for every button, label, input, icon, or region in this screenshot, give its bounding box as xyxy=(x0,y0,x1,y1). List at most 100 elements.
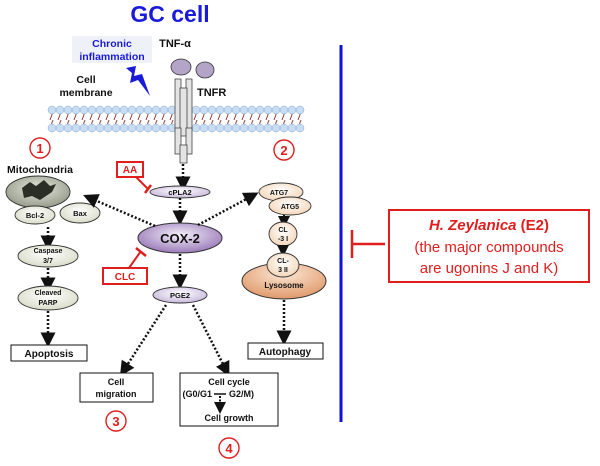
svg-text:4: 4 xyxy=(225,441,233,456)
autophagy-box xyxy=(247,342,324,360)
lipid-head-inner xyxy=(71,123,81,133)
lipid-head-inner xyxy=(191,123,201,133)
extract-code: (E2) xyxy=(517,217,550,234)
cellcycle-box xyxy=(179,372,279,427)
svg-text:1: 1 xyxy=(36,141,43,156)
atg5-label: ATG5 xyxy=(281,204,299,211)
lipid-head-outer xyxy=(119,105,129,115)
extract-box xyxy=(388,209,590,283)
lipid-head-outer xyxy=(271,105,281,115)
arrow-pge2-cellcycle xyxy=(191,304,230,377)
caspase-label-2: 3/7 xyxy=(43,258,53,265)
autophagy-label: Autophagy xyxy=(259,347,312,358)
diagram-title: GC cell xyxy=(130,1,209,27)
lipid-head-outer xyxy=(263,105,273,115)
lipid-head-outer xyxy=(87,105,97,115)
lipid-head-inner xyxy=(47,123,57,133)
lipid-head-inner xyxy=(287,123,297,133)
lipid-head-outer xyxy=(247,105,257,115)
circle-4: 4 xyxy=(218,437,240,459)
atg7-label: ATG7 xyxy=(270,190,288,197)
lysosome-label: Lysosome xyxy=(264,281,304,290)
aa-inhibition-bar xyxy=(144,184,152,194)
parp-label-1: Cleaved xyxy=(35,290,62,297)
bax-node xyxy=(59,202,101,224)
lc3ii-label-1: CL- xyxy=(277,258,289,265)
migration-box xyxy=(79,372,154,403)
lipid-head-inner xyxy=(95,123,105,133)
lipid-head-outer xyxy=(95,105,105,115)
clc-inhibition-line xyxy=(128,250,142,269)
lipid-head-inner xyxy=(295,123,305,133)
lipid-head-inner xyxy=(151,123,161,133)
stimulus-label-bg xyxy=(72,36,152,63)
lipid-head-inner xyxy=(103,123,113,133)
parp-label-2: PARP xyxy=(39,300,58,307)
lipid-head-outer xyxy=(111,105,121,115)
pge2-node xyxy=(152,286,208,304)
arrow-pge2-migration xyxy=(119,304,168,377)
lc3i-label-1: CL xyxy=(278,227,288,234)
lipid-head-inner xyxy=(55,123,65,133)
aa-inhibitor-label: AA xyxy=(123,165,137,176)
lipid-head-inner xyxy=(127,123,137,133)
cox2-node xyxy=(137,222,223,254)
lipid-head-outer xyxy=(143,105,153,115)
lipid-head-outer xyxy=(127,105,137,115)
lipid-head-outer xyxy=(63,105,73,115)
lipid-head-outer xyxy=(47,105,57,115)
lipid-head-outer xyxy=(159,105,169,115)
circle-3: 3 xyxy=(105,410,127,432)
extract-species-name: H. Zeylanica xyxy=(429,217,517,234)
mitochondria-cristae-icon xyxy=(22,180,56,200)
apoptosis-box xyxy=(10,344,88,362)
stimulus-label-line1: Chronic xyxy=(92,38,132,50)
lipid-head-outer xyxy=(239,105,249,115)
lipid-head-outer xyxy=(199,105,209,115)
lipid-head-inner xyxy=(247,123,257,133)
lipid-head-inner xyxy=(231,123,241,133)
aa-inhibitor-box xyxy=(116,161,144,178)
cox2-label: COX-2 xyxy=(160,231,200,246)
lc3i-label-2: -3 I xyxy=(278,236,288,243)
lightning-bolt-icon xyxy=(126,66,150,96)
migration-label-2: migration xyxy=(95,389,136,399)
extract-desc-line2: are ugonins J and K) xyxy=(420,260,558,277)
lipid-head-inner xyxy=(135,123,145,133)
bcl2-node xyxy=(14,205,56,225)
lipid-head-outer xyxy=(103,105,113,115)
arrow-cox2-atg7 xyxy=(197,192,259,227)
lc3ii-label-2: 3 II xyxy=(278,267,288,274)
cellcycle-label-1: Cell cycle xyxy=(208,377,250,387)
pge2-label: PGE2 xyxy=(170,291,190,300)
cellcycle-phase-left: (G0/G1 xyxy=(182,389,212,399)
lipid-head-outer xyxy=(151,105,161,115)
lipid-head-outer xyxy=(279,105,289,115)
lipid-head-inner xyxy=(111,123,121,133)
lipid-head-inner xyxy=(119,123,129,133)
parp-node xyxy=(17,285,79,311)
lipid-head-outer xyxy=(135,105,145,115)
atg5-node xyxy=(268,196,312,216)
cpla2-label: cPLA2 xyxy=(168,188,191,197)
lipid-head-outer xyxy=(55,105,65,115)
tnf-alpha-ligand xyxy=(170,58,192,76)
lipid-head-outer xyxy=(255,105,265,115)
apoptosis-label: Apoptosis xyxy=(25,349,74,360)
lipid-head-inner xyxy=(239,123,249,133)
lipid-head-inner xyxy=(199,123,209,133)
circle-1: 1 xyxy=(29,137,51,159)
clc-inhibitor-label: CLC xyxy=(115,272,136,283)
lipid-head-inner xyxy=(215,123,225,133)
lipid-head-outer xyxy=(79,105,89,115)
lipid-head-outer xyxy=(223,105,233,115)
clc-inhibitor-box xyxy=(102,267,148,285)
lipid-head-outer xyxy=(207,105,217,115)
bcl2-label: Bcl-2 xyxy=(26,211,44,220)
lipid-head-inner xyxy=(223,123,233,133)
svg-text:2: 2 xyxy=(280,143,287,158)
lipid-head-outer xyxy=(191,105,201,115)
receptor-label: TNFR xyxy=(197,87,226,99)
lipid-head-inner xyxy=(63,123,73,133)
